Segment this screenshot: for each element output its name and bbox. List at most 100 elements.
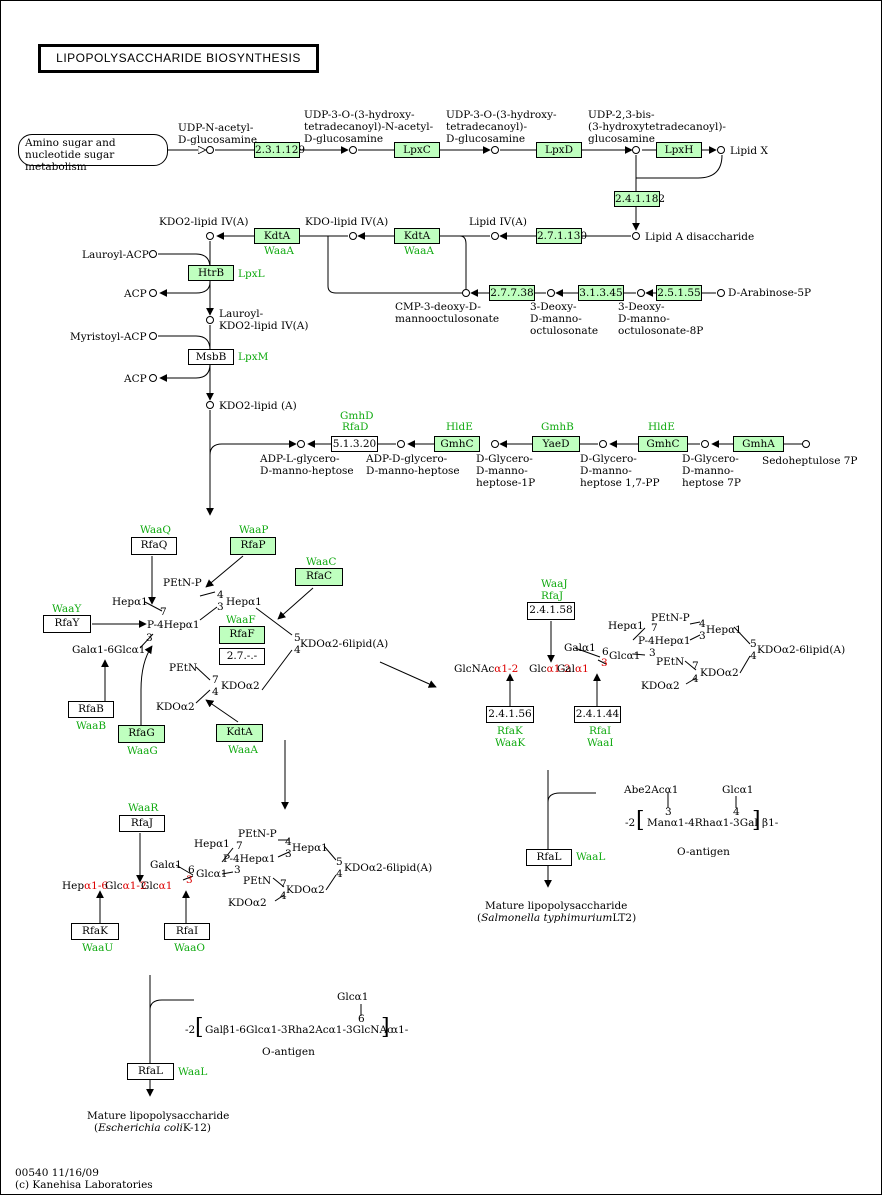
compound-lipid-iva[interactable] <box>491 232 499 240</box>
enzyme-2-7-unk[interactable]: 2.7.-.- <box>219 648 265 665</box>
label-sedoheptulose-7p: Sedoheptulose 7P <box>762 455 858 467</box>
compound-heptose-1p[interactable] <box>491 440 499 448</box>
core3-glc2: Glcα1 <box>141 880 173 892</box>
enzyme-rfab[interactable]: RfaB <box>68 701 114 718</box>
gene-rfaj-label: RfaJ <box>541 590 564 602</box>
label-heptose-1p: D-Glycero-D-manno-heptose-1P <box>476 453 536 489</box>
enzyme-2-4-1-56[interactable]: 2.4.1.56 <box>486 706 534 723</box>
enzyme-gmhc-1[interactable]: GmhC <box>434 436 480 452</box>
compound-udp-3o-acyl-glcn[interactable] <box>491 146 499 154</box>
core2-num-4a: 4 <box>699 618 706 630</box>
enzyme-2-4-1-44[interactable]: 2.4.1.44 <box>574 706 621 723</box>
compound-adp-l-heptose[interactable] <box>297 440 305 448</box>
core1-num-7b: 7 <box>212 674 219 686</box>
core2-num-3b: 3 <box>649 647 656 659</box>
gene-waaj: WaaJ <box>541 578 568 590</box>
enzyme-3-1-3-45[interactable]: 3.1.3.45 <box>578 285 624 301</box>
oag1-bracket-left: [ <box>636 808 645 833</box>
compound-myristoyl-acp[interactable] <box>149 332 157 340</box>
core1-num-3a: 3 <box>217 601 224 613</box>
compound-heptose-7p[interactable] <box>701 440 709 448</box>
enzyme-rfaj[interactable]: RfaJ <box>119 815 165 832</box>
core2-hepa1b: Hepα1 <box>706 624 742 636</box>
compound-kdo2-lipid-iva[interactable] <box>206 232 214 240</box>
enzyme-kdta-3[interactable]: KdtA <box>216 724 263 742</box>
product-species-2: (Escherichia coliK-12) <box>94 1122 212 1134</box>
oag2-chain-pre: -2 <box>185 1024 196 1036</box>
oag2-num-6: 6 <box>358 1013 365 1025</box>
enzyme-rfaf[interactable]: RfaF <box>219 626 265 644</box>
enzyme-rfac[interactable]: RfaC <box>295 568 343 586</box>
oag1-abe: Abe2Acα1 <box>624 784 679 796</box>
compound-lauroyl-kdo2[interactable] <box>206 316 214 324</box>
gene-waai: WaaI <box>587 737 614 749</box>
compound-lipid-a-disaccharide[interactable] <box>632 232 640 240</box>
compound-kdo2-lipid-a[interactable] <box>206 401 214 409</box>
label-lauroyl-acp: Lauroyl-ACP <box>82 249 149 261</box>
core1-galglc: Galα1-6Glcα1 <box>72 644 146 656</box>
core3-num-3b: 3 <box>234 864 241 876</box>
enzyme-gmha[interactable]: GmhA <box>733 436 784 452</box>
core2-kdoa2: KDOα2 <box>700 667 739 679</box>
enzyme-msbb[interactable]: MsbB <box>188 349 234 365</box>
label-heptose-17pp: D-Glycero-D-manno-heptose 1,7-PP <box>580 453 660 489</box>
enzyme-rfai[interactable]: RfaI <box>164 923 210 940</box>
enzyme-5-1-3-20[interactable]: 5.1.3.20 <box>331 436 378 452</box>
compound-sedoheptulose-7p[interactable] <box>802 440 810 448</box>
compound-acp-2[interactable] <box>149 374 157 382</box>
compound-kdo-8p[interactable] <box>637 289 645 297</box>
compound-udp-3o-acyl-glcnac[interactable] <box>349 146 357 154</box>
product-mature-1: Mature lipopolysaccharide <box>485 900 628 912</box>
enzyme-gmhc-2[interactable]: GmhC <box>638 436 688 452</box>
enzyme-htrb[interactable]: HtrB <box>188 265 234 281</box>
enzyme-2-5-1-55[interactable]: 2.5.1.55 <box>656 285 702 301</box>
compound-arabinose-5p[interactable] <box>717 289 725 297</box>
enzyme-2-4-1-182[interactable]: 2.4.1.182 <box>614 191 666 207</box>
link-amino-sugar-map[interactable]: Amino sugar and nucleotide sugar metabol… <box>18 134 168 173</box>
enzyme-lpxc[interactable]: LpxC <box>394 142 440 158</box>
core2-num-7b: 7 <box>692 660 699 672</box>
core2-kdo-b: KDOα2 <box>641 680 680 692</box>
label-kdo2-lipid-a: KDO2-lipid (A) <box>219 400 297 412</box>
compound-heptose-17pp[interactable] <box>599 440 607 448</box>
label-udp-3o-acyl-glcn: UDP-3-O-(3-hydroxy-tetradecanoyl)-D-gluc… <box>446 109 557 145</box>
enzyme-2-7-7-38[interactable]: 2.7.7.38 <box>489 285 535 301</box>
enzyme-lpxd[interactable]: LpxD <box>536 142 582 158</box>
enzyme-rfal-2[interactable]: RfaL <box>127 1063 174 1080</box>
core1-num-7: 7 <box>160 606 167 618</box>
label-udp-23-bis: UDP-2,3-bis-(3-hydroxytetradecanoyl)-glu… <box>588 109 726 145</box>
compound-kdo[interactable] <box>547 289 555 297</box>
enzyme-rfap[interactable]: RfaP <box>230 537 276 555</box>
enzyme-rfal-1[interactable]: RfaL <box>526 849 572 866</box>
map-title: LIPOPOLYSACCHARIDE BIOSYNTHESIS <box>38 44 319 73</box>
oag1-bracket-right: ] <box>752 808 761 833</box>
core2-num-3a: 3 <box>699 630 706 642</box>
enzyme-kdta-2[interactable]: KdtA <box>254 228 300 244</box>
enzyme-lpxh[interactable]: LpxH <box>656 142 702 158</box>
core3-kdo-lipid: KDOα2-6lipid(A) <box>344 862 433 874</box>
core1-p4hep: P-4Hepα1 <box>147 619 200 631</box>
oag1-label: O-antigen <box>677 846 730 858</box>
compound-acp-1[interactable] <box>149 289 157 297</box>
enzyme-2-3-1-129[interactable]: 2.3.1.129 <box>254 142 306 158</box>
compound-udp-23-bis[interactable] <box>632 146 640 154</box>
enzyme-rfaq[interactable]: RfaQ <box>131 537 177 555</box>
enzyme-rfak[interactable]: RfaK <box>71 923 119 940</box>
gene-gmhb: GmhB <box>541 421 574 433</box>
compound-lipid-x[interactable] <box>717 146 725 154</box>
core1-num-5: 5 <box>294 632 301 644</box>
enzyme-rfag[interactable]: RfaG <box>118 725 165 743</box>
compound-kdo-lipid-iva[interactable] <box>349 232 357 240</box>
enzyme-2-7-1-130[interactable]: 2.7.1.130 <box>536 228 588 244</box>
core3-pethn-p: PEtN-P <box>238 828 277 840</box>
enzyme-kdta-1[interactable]: KdtA <box>394 228 440 244</box>
compound-udp-glcnac[interactable] <box>206 146 214 154</box>
compound-cmp-kdo[interactable] <box>462 289 470 297</box>
label-myristoyl-acp: Myristoyl-ACP <box>70 331 147 343</box>
enzyme-yaed[interactable]: YaeD <box>532 436 580 452</box>
core3-gala1: Galα1 <box>150 859 182 871</box>
compound-lauroyl-acp[interactable] <box>149 250 157 258</box>
enzyme-rfay[interactable]: RfaY <box>43 615 91 633</box>
enzyme-2-4-1-58[interactable]: 2.4.1.58 <box>527 602 575 620</box>
compound-adp-d-heptose[interactable] <box>397 440 405 448</box>
